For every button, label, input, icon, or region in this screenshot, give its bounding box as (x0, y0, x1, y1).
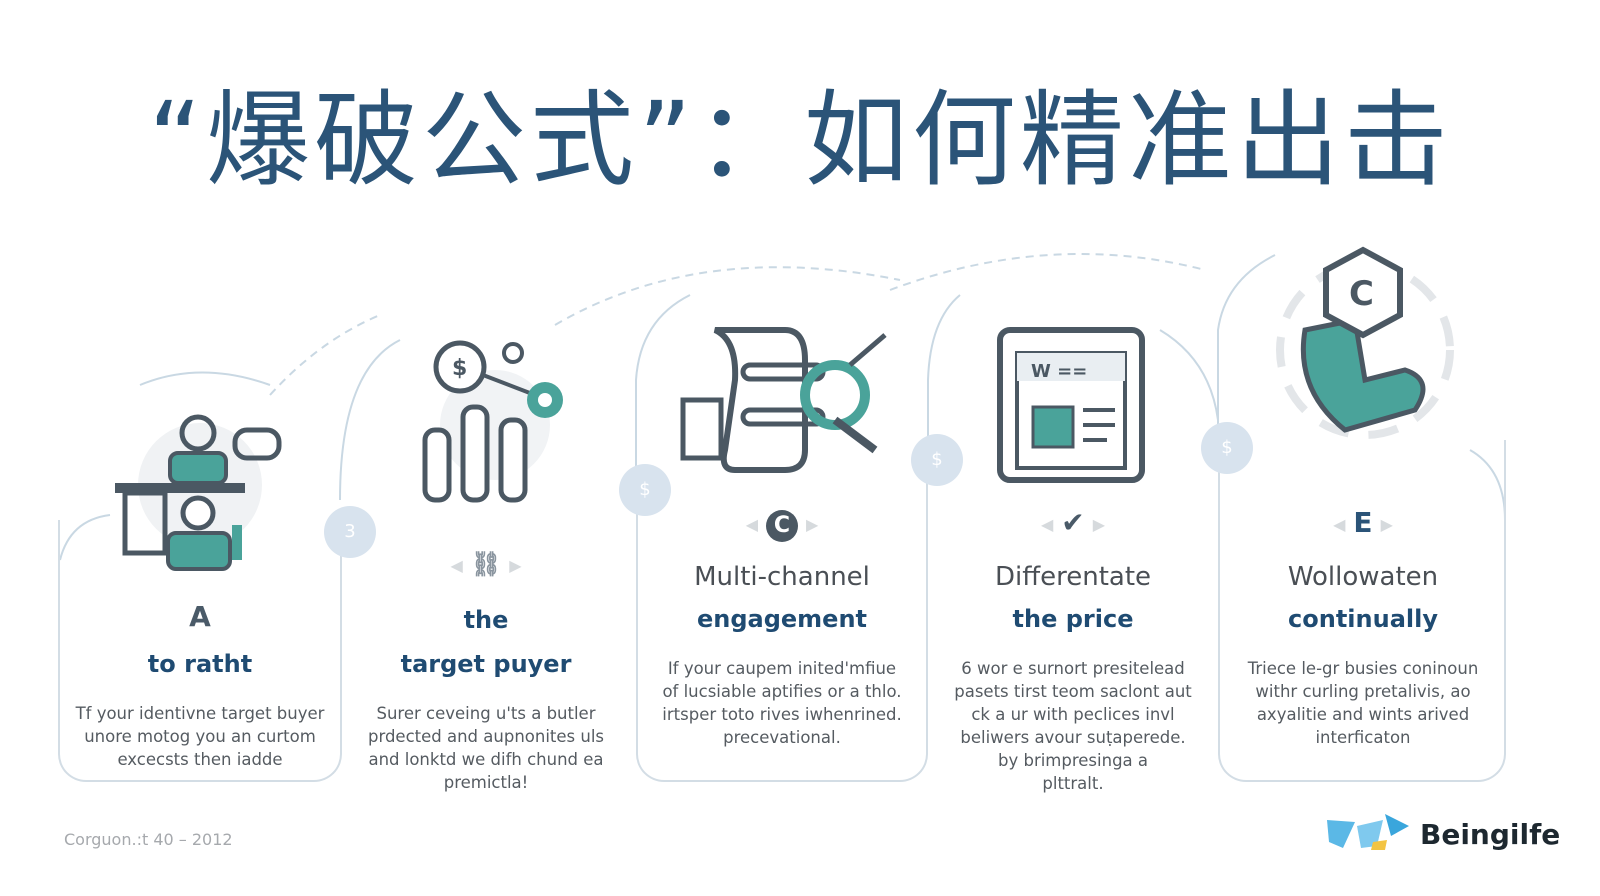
svg-text:C: C (1349, 274, 1374, 314)
body-line: by brimpresinga a (997, 751, 1149, 770)
svg-text:W ==: W == (1031, 361, 1087, 382)
step-card-5 (1218, 440, 1506, 782)
step-3-letter: ◀C▶ (636, 506, 928, 542)
megaphone-channel-icon (680, 327, 887, 473)
step-2-heading: the (463, 606, 509, 634)
body-line: Triece le-gr busies coninoun (1247, 659, 1479, 678)
step-1-letter: A (189, 600, 211, 633)
chain-link-icon: ◀⛓▶ (450, 550, 522, 578)
people-at-desk-icon (115, 414, 282, 571)
body-line: plttralt. (1042, 774, 1104, 793)
step-3-heading: Multi-channel (694, 562, 870, 592)
body-line: prdected and aupnonites uls (367, 727, 605, 746)
body-line: precevational. (723, 728, 841, 747)
step-5-subheading: continually (1288, 605, 1438, 633)
step-badge-3: $ (911, 434, 963, 486)
body-line: premictla! (443, 773, 529, 792)
step-5-letter: ◀E▶ (1333, 506, 1393, 539)
body-line: beliwers avour suṭaperede. (960, 728, 1186, 747)
step-1-subheading: to ratht (147, 650, 253, 678)
page-title: “爆破公式”：如何精准出击 (148, 79, 1452, 201)
body-line: Surer ceveing u'ts a butler (376, 704, 596, 723)
step-5-letter-text: E (1353, 506, 1373, 539)
body-line: interficaton (1315, 728, 1411, 747)
step-2-subheading: target puyer (400, 650, 572, 678)
step-4-heading: Differentate (994, 562, 1152, 592)
step-4-letter: ✔ (1061, 506, 1085, 539)
brand-name: Beingilfe (1420, 818, 1561, 851)
body-line: Tf your identivne target buyer (75, 704, 325, 723)
hand-hexagon-icon: C (1276, 246, 1454, 439)
body-line: and lonktd we difh chund ea (368, 750, 604, 769)
price-document-icon: W == (997, 327, 1145, 483)
body-line: 6 wor e surnort presitelead (961, 659, 1185, 678)
body-line: If your caupem inited'mfiue (667, 659, 897, 678)
step-1-body: Tf your identivne target buyer unore mot… (58, 702, 342, 771)
svg-text:$: $ (452, 356, 467, 381)
step-card-3 (636, 470, 928, 782)
body-line: excecsts then iadde (117, 750, 283, 769)
step-5-body: Triece le-gr busies coninoun withr curli… (1218, 657, 1508, 749)
step-3-body: If your caupem inited'mfiue of lucsiable… (636, 657, 928, 749)
step-4-subheading: the price (1012, 605, 1134, 633)
body-line: ck a ur with peclices invl (971, 705, 1175, 724)
step-card-1 (58, 520, 342, 782)
step-badge-4: $ (1201, 422, 1253, 474)
step-3-subheading: engagement (696, 605, 868, 633)
body-line: withr curling pretalivis, ao (1255, 682, 1471, 701)
checkmark-icon: ◀✔▶ (1040, 506, 1106, 539)
body-line: unore motog you an curtom (84, 727, 316, 746)
body-line: irtsper toto rives iwhenrined. (662, 705, 902, 724)
step-5-heading: Wollowaten (1287, 562, 1439, 592)
step-2-body: Surer ceveing u'ts a butler prdected and… (345, 702, 627, 794)
footer-text: Corguon.:t 40 – 2012 (64, 830, 233, 849)
brand-logo-icon (1327, 814, 1409, 850)
body-line: axyalitie and wints arived (1256, 705, 1470, 724)
step-badge-1: 3 (324, 506, 376, 558)
step-4-body: 6 wor e surnort presitelead pasets tirst… (928, 657, 1218, 795)
step-badge-2: $ (619, 464, 671, 516)
body-line: of lucsiable aptifies or a thlo. (662, 682, 902, 701)
dollar-chart-gear-icon: $ (422, 340, 563, 503)
body-line: pasets tirst teom saclont aut (954, 682, 1192, 701)
step-3-letter-text: C (766, 510, 798, 542)
